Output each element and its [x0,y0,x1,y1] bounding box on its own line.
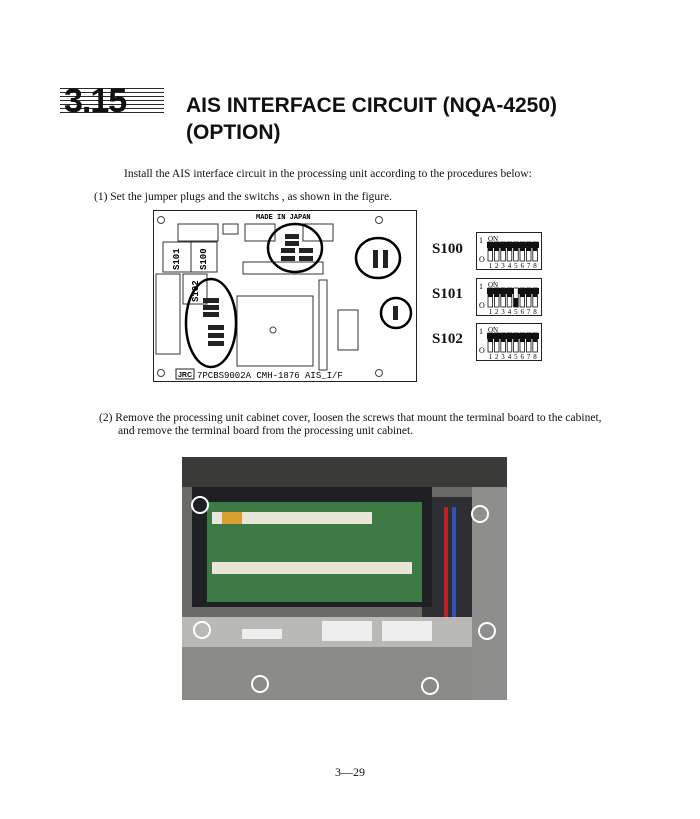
switch-label-s101: S101 [432,286,463,302]
switch-on-label: ON [488,235,498,243]
switch-lever-2 [494,242,499,251]
intro-text: Install the AIS interface circuit in the… [124,168,532,180]
switch-lever-5 [513,333,519,342]
section-title-line1: AIS INTERFACE CIRCUIT (NQA-4250) [186,94,558,117]
switch-lever-6 [520,333,525,342]
switch-position-label: 3 [501,353,505,361]
switch-position-label: 2 [495,308,499,316]
switch-lever-2 [494,333,499,342]
switch-lever-4 [507,288,512,297]
switch-label-s102: S102 [432,331,463,347]
switch-position-label: 4 [508,262,512,270]
switch-lever-4 [507,333,512,342]
page-number: 3—29 [335,765,365,779]
switch-lever-2 [494,288,499,297]
step2-text-line1: (2) Remove the processing unit cabinet c… [99,412,602,424]
switch-lever-6 [520,288,525,297]
switch-position-label: 1 [489,308,493,316]
pcb-diagram: MADE IN JAPAN S101 S100 S102 JRC 7PCBS90… [153,210,417,382]
switch-lever-1 [488,333,493,342]
switch-header-bar [487,288,539,294]
switch-lever-7 [526,242,531,251]
switch-one-label: 1 [479,282,483,291]
switch-position-label: 5 [514,262,518,270]
switch-position-label: 7 [527,353,531,361]
switch-header-bar [487,333,539,339]
switch-position-label: 2 [495,262,499,270]
switch-position-label: 3 [501,262,505,270]
switch-lever-5 [513,298,519,307]
switch-position-label: 6 [521,353,525,361]
switch-lever-3 [500,242,506,251]
switch-lever-1 [488,242,493,251]
switch-on-label: ON [488,281,498,289]
switch-lever-8 [532,288,538,297]
pcb-part-number: 7PCBS9002A CMH-1876 AIS_I/F [197,371,343,381]
switch-position-label: 6 [521,262,525,270]
switch-position-label: 7 [527,262,531,270]
switch-lever-1 [488,288,493,297]
switch-label-s100: S100 [432,241,463,257]
switch-lever-7 [526,288,531,297]
step2-text-line2: and remove the terminal board from the p… [118,425,414,437]
switch-position-label: 4 [508,353,512,361]
section-number: 3.15 [64,82,127,120]
switch-position-label: 8 [533,353,537,361]
switch-position-label: 5 [514,308,518,316]
section-title-line2: (OPTION) [186,121,281,144]
terminal-board-photo [182,457,507,700]
pcb-made-in: MADE IN JAPAN [256,214,311,222]
switch-position-label: 8 [533,262,537,270]
switch-position-label: 6 [521,308,525,316]
switch-one-label: 1 [479,236,483,245]
switch-position-label: 1 [489,353,493,361]
switch-zero-label: O [479,255,485,264]
switch-lever-5 [513,242,519,251]
switch-position-label: 4 [508,308,512,316]
switch-header-bar [487,242,539,248]
switch-lever-8 [532,333,538,342]
switch-lever-7 [526,333,531,342]
step1-text: (1) Set the jumper plugs and the switchs… [94,191,392,203]
switch-zero-label: O [479,346,485,355]
switch-lever-6 [520,242,525,251]
pcb-brand: JRC [178,372,192,379]
switch-lever-3 [500,288,506,297]
switch-position-label: 3 [501,308,505,316]
pcb-s102: S102 [191,280,201,302]
switch-position-label: 1 [489,262,493,270]
pcb-s101: S101 [172,248,182,270]
section-title: AIS INTERFACE CIRCUIT (NQA-4250) (OPTION… [186,92,557,146]
switch-zero-label: O [479,301,485,310]
switch-lever-4 [507,242,512,251]
switch-position-label: 5 [514,353,518,361]
section-number-rule [60,88,164,116]
switch-position-label: 2 [495,353,499,361]
switch-on-label: ON [488,326,498,334]
switch-lever-8 [532,242,538,251]
switch-position-label: 8 [533,308,537,316]
switch-one-label: 1 [479,327,483,336]
pcb-s100: S100 [199,248,209,270]
switch-lever-3 [500,333,506,342]
switch-position-label: 7 [527,308,531,316]
